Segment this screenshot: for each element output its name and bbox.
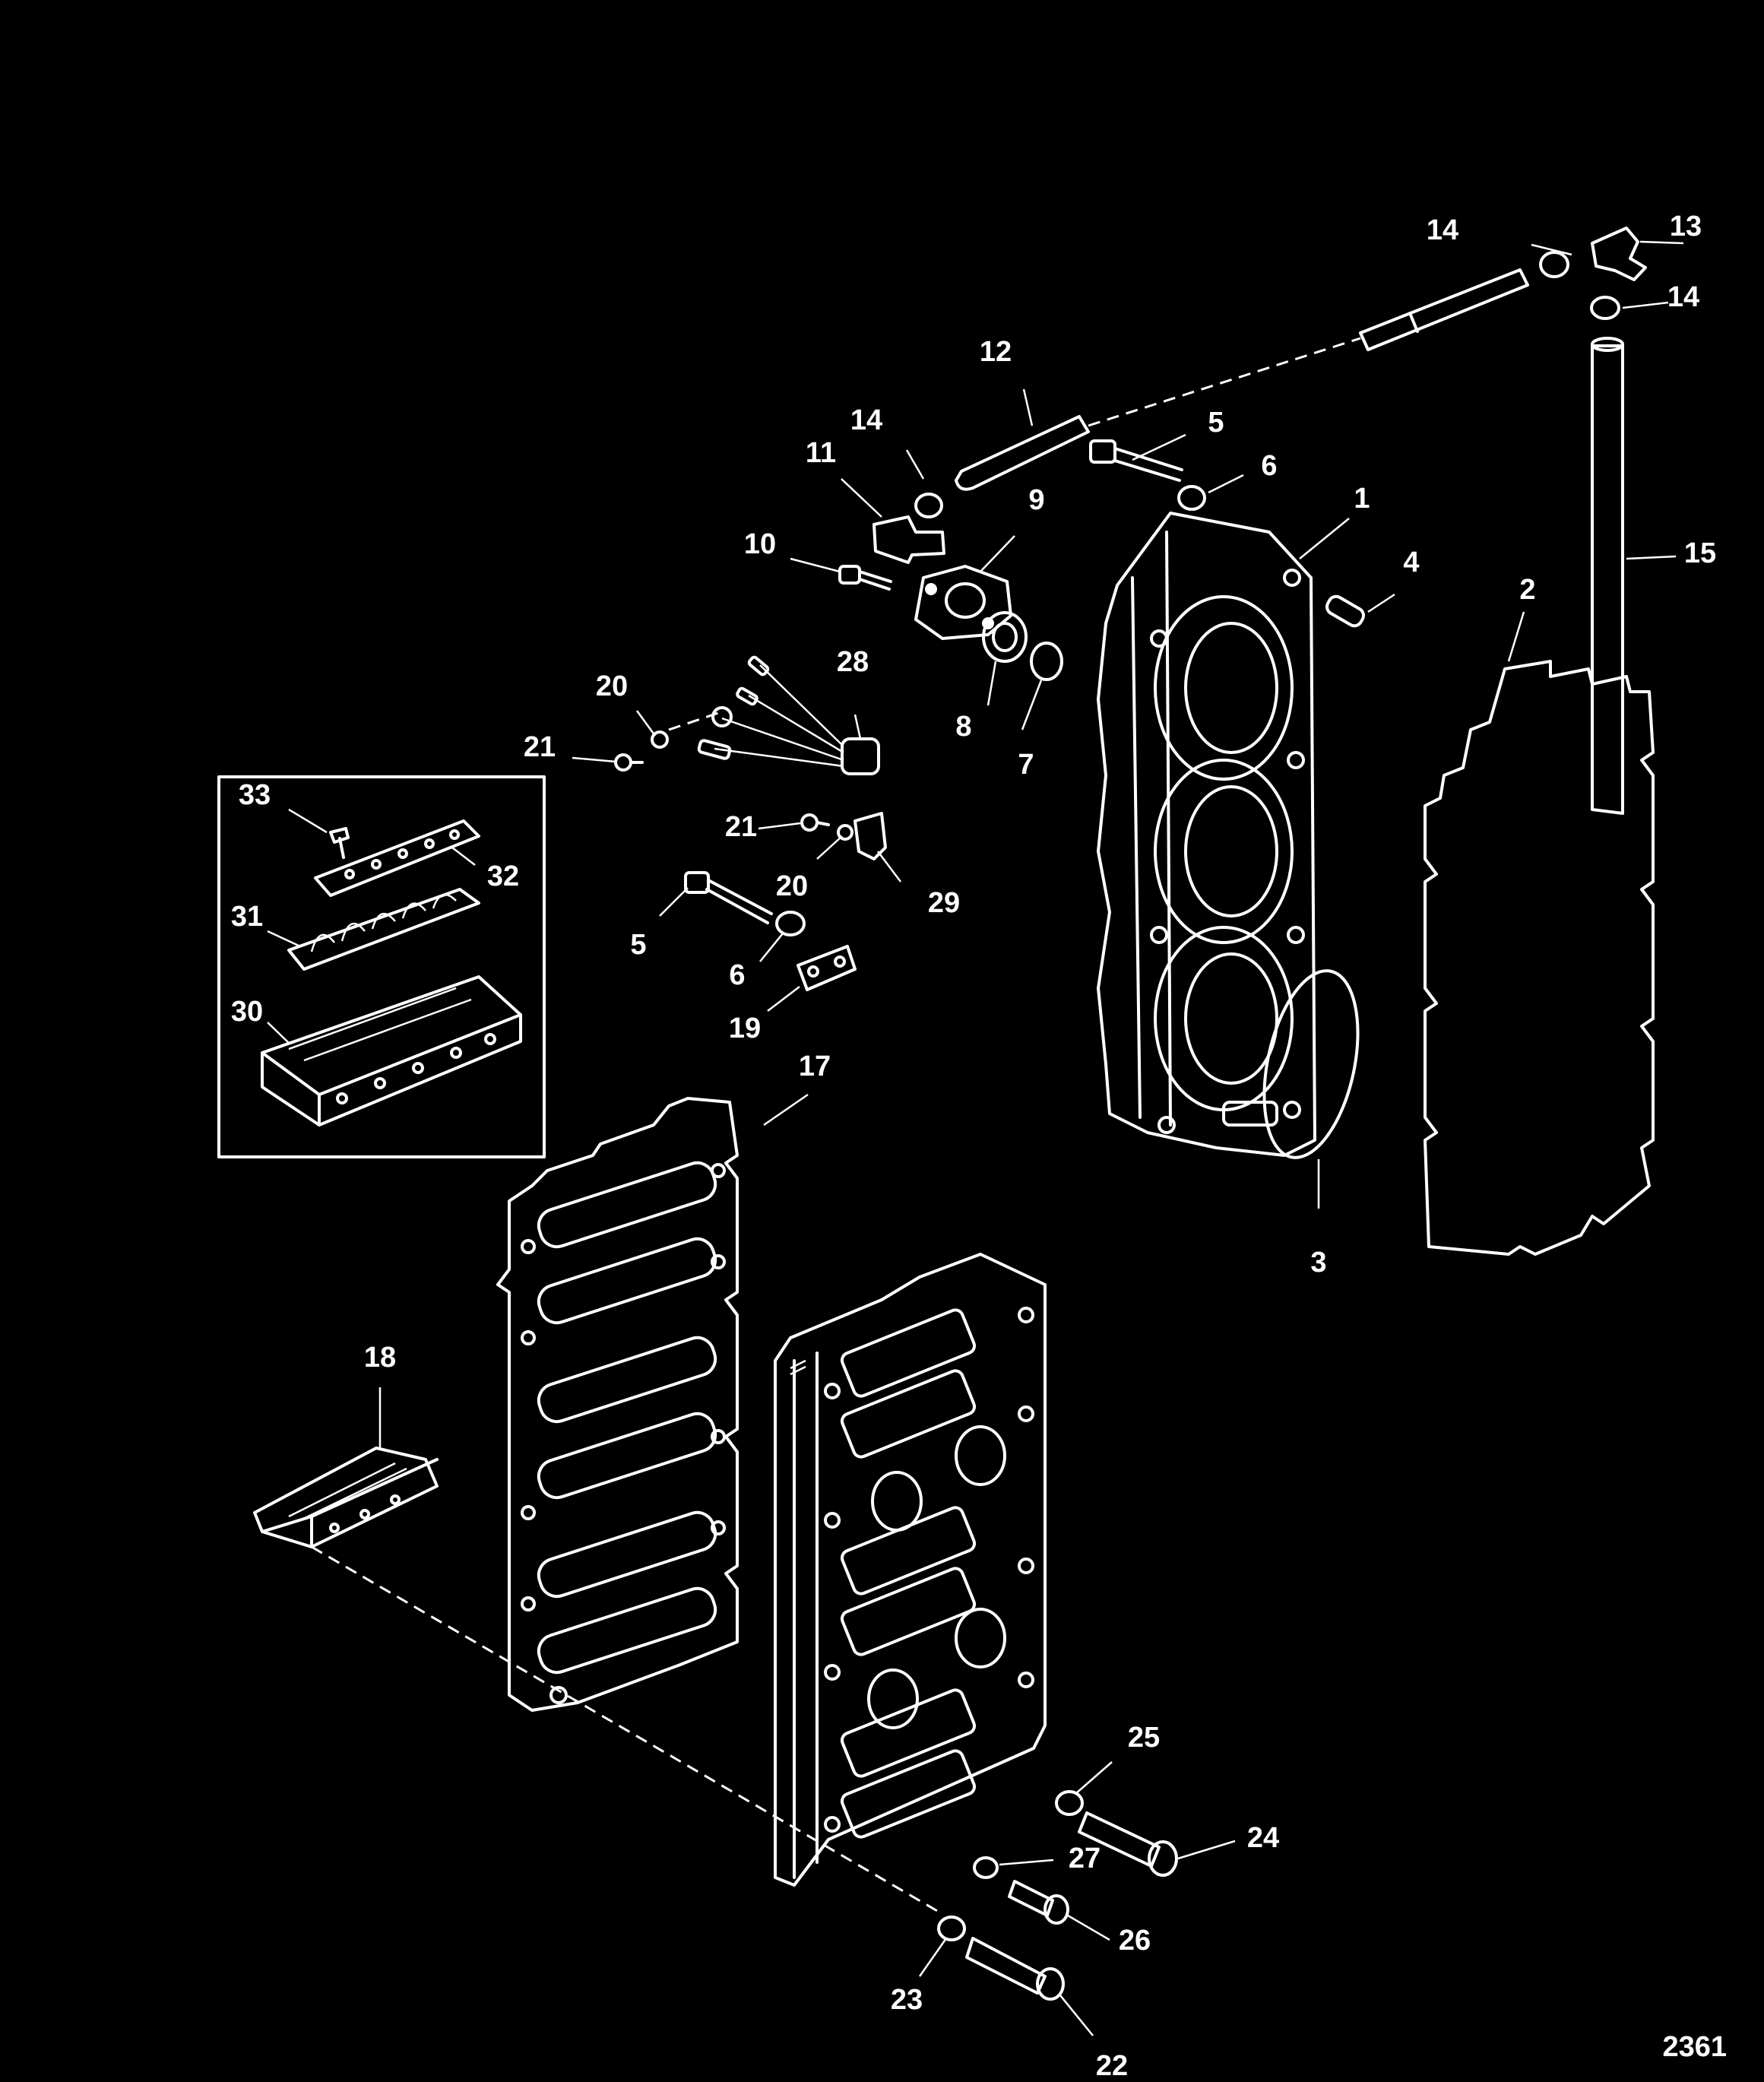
callout-5a: 5 bbox=[1208, 407, 1224, 439]
alignment-line-harness bbox=[668, 711, 719, 731]
part-bolt-lower bbox=[684, 871, 773, 924]
callout-9: 9 bbox=[1028, 484, 1044, 516]
part-dowel-pin bbox=[1325, 594, 1365, 628]
alignment-line-hose bbox=[1088, 337, 1361, 427]
part-washer-27 bbox=[973, 1856, 999, 1879]
callout-21a: 21 bbox=[524, 731, 556, 763]
callout-18: 18 bbox=[364, 1342, 396, 1374]
part-lockwasher-middle bbox=[837, 824, 853, 841]
callout-2: 2 bbox=[1519, 574, 1535, 606]
part-washer-upper bbox=[1177, 485, 1206, 511]
part-gasket-reed-plate bbox=[496, 1097, 739, 1712]
callout-31: 31 bbox=[231, 901, 263, 933]
callout-23: 23 bbox=[891, 1984, 923, 2016]
part-bolt-22 bbox=[965, 1937, 1065, 2001]
part-reed-stop-32 bbox=[314, 819, 480, 897]
callout-14a: 14 bbox=[1427, 214, 1458, 246]
part-washer-25 bbox=[1055, 1790, 1084, 1816]
callout-17: 17 bbox=[799, 1051, 831, 1082]
inset-reed-assembly bbox=[217, 775, 546, 1158]
part-reed-31 bbox=[287, 888, 480, 971]
part-screw-middle bbox=[800, 813, 830, 832]
part-plate bbox=[796, 945, 857, 991]
callout-6a: 6 bbox=[1261, 450, 1277, 482]
callout-25: 25 bbox=[1128, 1722, 1160, 1754]
callout-29: 29 bbox=[928, 887, 960, 919]
callout-6b: 6 bbox=[729, 959, 745, 991]
part-reed-block-30 bbox=[261, 975, 522, 1127]
callout-20a: 20 bbox=[596, 670, 628, 702]
part-intake-plate bbox=[774, 1253, 1047, 1887]
part-cylinder-housing bbox=[1097, 512, 1316, 1157]
callout-8: 8 bbox=[955, 711, 971, 743]
part-bolt-upper bbox=[1089, 439, 1183, 482]
callout-labels: 1 2 3 4 5 5 6 6 7 8 9 10 11 12 13 14 14 … bbox=[231, 211, 1716, 2082]
callout-20b: 20 bbox=[776, 870, 808, 902]
part-reed-block-loose bbox=[253, 1447, 439, 1548]
callout-1: 1 bbox=[1354, 483, 1370, 515]
figure-number: 2361 bbox=[1662, 2031, 1727, 2063]
callout-28: 28 bbox=[837, 646, 869, 678]
callout-7: 7 bbox=[1018, 749, 1034, 781]
part-clamp-left bbox=[914, 493, 943, 518]
callout-15: 15 bbox=[1684, 537, 1716, 569]
alignment-line-reed-block bbox=[311, 1545, 939, 1913]
callout-33: 33 bbox=[239, 779, 271, 811]
part-lockwasher-upper bbox=[651, 730, 669, 749]
part-seal bbox=[982, 611, 1028, 663]
part-screw-upper bbox=[614, 753, 644, 772]
callout-5b: 5 bbox=[630, 929, 646, 961]
part-bolt-small bbox=[838, 565, 892, 591]
callout-21b: 21 bbox=[725, 811, 757, 843]
part-tee-fitting bbox=[1591, 227, 1647, 281]
part-o-ring bbox=[1262, 969, 1360, 1159]
callout-4: 4 bbox=[1403, 547, 1419, 578]
callout-24: 24 bbox=[1247, 1822, 1279, 1854]
callout-10: 10 bbox=[744, 528, 776, 560]
part-clamp-right bbox=[1590, 296, 1620, 320]
part-clamp-top bbox=[1539, 251, 1569, 278]
part-elbow-fitting bbox=[872, 515, 945, 564]
part-hose-medium bbox=[1359, 268, 1529, 351]
callout-14b: 14 bbox=[1667, 281, 1699, 313]
part-bracket bbox=[853, 812, 887, 860]
part-washer-23 bbox=[937, 1916, 966, 1941]
part-washer-lower bbox=[775, 911, 806, 936]
part-hose-short bbox=[955, 415, 1090, 491]
callout-27: 27 bbox=[1069, 1843, 1101, 1874]
part-screw-33 bbox=[329, 827, 350, 859]
part-gasket-disc bbox=[1030, 642, 1063, 681]
callout-19: 19 bbox=[729, 1012, 761, 1044]
callout-3: 3 bbox=[1310, 1247, 1326, 1279]
callout-14c: 14 bbox=[850, 404, 882, 436]
callout-13: 13 bbox=[1670, 211, 1702, 242]
part-thermostat-cover bbox=[914, 565, 1012, 640]
leader-lines bbox=[267, 240, 1684, 2036]
part-bolt-26 bbox=[1008, 1880, 1069, 1925]
part-hose-long bbox=[1591, 337, 1624, 815]
part-gasket-large bbox=[1424, 660, 1655, 1256]
callout-26: 26 bbox=[1119, 1925, 1151, 1957]
callout-12: 12 bbox=[980, 336, 1012, 368]
callout-22: 22 bbox=[1096, 2050, 1128, 2082]
callout-11: 11 bbox=[806, 437, 836, 469]
part-bolt-24 bbox=[1078, 1811, 1178, 1877]
callout-32: 32 bbox=[487, 860, 519, 892]
callout-30: 30 bbox=[231, 996, 263, 1028]
